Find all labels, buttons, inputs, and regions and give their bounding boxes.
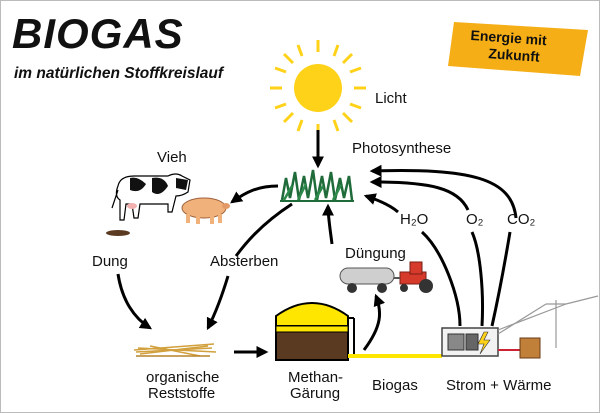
label-gaerung: Gärung xyxy=(290,385,340,402)
label-methan: Methan- xyxy=(288,369,343,386)
generator-icon xyxy=(441,327,499,357)
label-photosynthese: Photosynthese xyxy=(352,140,451,157)
arrow-dung xyxy=(116,273,153,330)
subtitle: im natürlichen Stoffkreislauf xyxy=(14,65,225,82)
title: BIOGAS xyxy=(12,10,184,57)
sun-icon xyxy=(270,40,366,136)
arrow-absterben-top xyxy=(234,202,293,257)
arrow-duengung xyxy=(322,203,335,245)
arrow-absterben xyxy=(206,275,230,331)
label-dung: Dung xyxy=(92,253,128,270)
label-biogas: Biogas xyxy=(372,377,418,394)
digester-icon xyxy=(275,302,355,361)
dung-icon xyxy=(106,230,130,236)
arrow-co2 xyxy=(369,164,518,219)
cow-icon xyxy=(111,173,191,221)
label-h2o: H₂O xyxy=(400,211,428,228)
badge-line-2: Zukunft xyxy=(488,45,541,65)
power-pole-icon xyxy=(497,295,599,348)
badge-background xyxy=(448,22,588,76)
label-reststoffe: Reststoffe xyxy=(148,385,215,402)
arrow-gen-h2o xyxy=(420,230,462,327)
label-vieh: Vieh xyxy=(157,149,187,166)
arrow-duengung-up xyxy=(362,293,385,351)
straw-icon xyxy=(133,343,217,357)
label-strom: Strom + Wärme xyxy=(446,377,551,394)
house-icon xyxy=(519,337,541,359)
label-co2: CO₂ xyxy=(507,211,536,228)
arrow-gen-co2 xyxy=(490,231,512,327)
label-organische: organische xyxy=(146,369,219,386)
arrow-o2 xyxy=(369,176,470,211)
energie-badge: Energie mit Zukunft xyxy=(448,22,588,76)
label-o2: O₂ xyxy=(466,211,484,228)
badge-line-1: Energie mit xyxy=(470,27,548,48)
label-licht: Licht xyxy=(375,90,408,107)
pig-icon xyxy=(181,197,230,224)
label-absterben: Absterben xyxy=(210,253,278,270)
label-duengung: Düngung xyxy=(345,245,406,262)
arrow-to-vieh xyxy=(230,184,279,204)
arrow-h2o xyxy=(363,193,399,214)
grass-icon xyxy=(280,169,354,202)
arrow-gen-o2 xyxy=(470,231,484,327)
tractor-icon xyxy=(339,261,433,293)
